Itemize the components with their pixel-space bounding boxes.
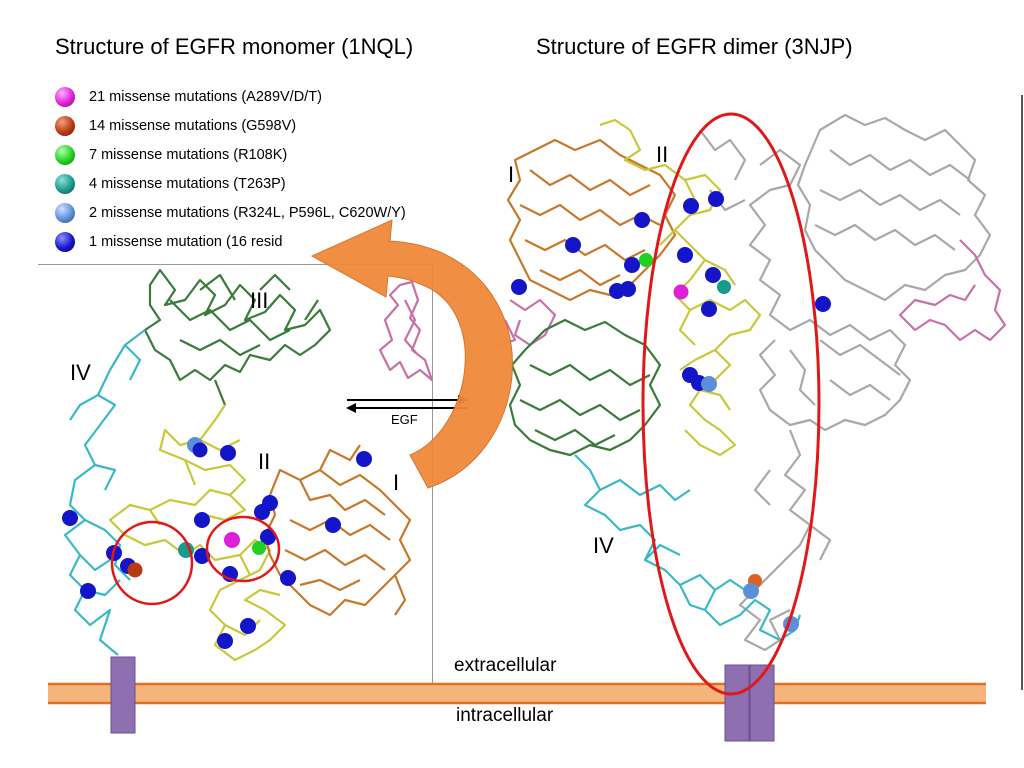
mutation-sphere-monomer	[260, 529, 276, 545]
monomer-domain-IV-label: IV	[70, 360, 91, 385]
dimer-mutation-spheres	[511, 191, 831, 632]
legend-swatch-green	[55, 145, 75, 165]
legend-label: 7 missense mutations (R108K)	[89, 147, 288, 163]
extracellular-label: extracellular	[454, 655, 557, 676]
mutation-sphere-R108	[252, 541, 266, 555]
legend-swatch-blue	[55, 232, 75, 252]
dimer-title: Structure of EGFR dimer (3NJP)	[536, 34, 853, 59]
monomer-structure	[63, 268, 434, 662]
legend-label: 4 missense mutations (T263P)	[89, 176, 286, 192]
monomer-domain-III-label: III	[250, 288, 269, 313]
legend-swatch-rust	[55, 116, 75, 136]
legend-label: 2 missense mutations (R324L, P596L, C620…	[89, 205, 406, 221]
monomer-domain-III-trace	[143, 268, 332, 406]
monomer-domain-IV-trace	[63, 329, 146, 656]
dimer-egf-right-trace	[898, 239, 1007, 342]
mutation-sphere-dimer-light	[743, 583, 759, 599]
legend-swatch-light-blue	[55, 203, 75, 223]
mutation-sphere-dimer	[677, 247, 693, 263]
egf-label: EGF	[391, 412, 418, 427]
monomer-domain-II-label: II	[258, 449, 271, 474]
mutation-sphere-dimer-light	[701, 376, 717, 392]
mutation-sphere-monomer	[280, 570, 296, 586]
mutation-sphere-G598	[127, 562, 143, 578]
mutation-sphere-monomer	[254, 504, 270, 520]
mutation-sphere-monomer	[325, 517, 341, 533]
mutation-sphere-monomer	[356, 451, 372, 467]
mutation-sphere-dimer	[620, 281, 636, 297]
highlight-ring-dimer-interface	[641, 112, 821, 696]
transition-arrow	[310, 219, 513, 489]
mutation-sphere-monomer	[192, 442, 208, 458]
legend-label: 14 missense mutations (G598V)	[89, 118, 297, 134]
mutation-sphere-A289	[224, 532, 240, 548]
mutation-sphere-dimer	[815, 296, 831, 312]
legend-label: 1 missense mutation (16 resid	[89, 234, 283, 250]
mutation-sphere-monomer	[194, 512, 210, 528]
dimer-domain-IV-label: IV	[593, 533, 614, 558]
monomer-domain-I-label: I	[393, 470, 400, 495]
dimer-structure	[499, 113, 1007, 652]
legend-swatch-magenta	[55, 87, 75, 107]
mutation-sphere-monomer	[240, 618, 256, 634]
legend-label: 21 missense mutations (A289V/D/T)	[89, 89, 322, 105]
dimer-domain-II-label: II	[656, 142, 669, 167]
intracellular-label: intracellular	[456, 705, 554, 726]
binding-arrow-reverse-head	[346, 403, 356, 413]
monomer-domain-II-trace	[108, 404, 287, 662]
highlight-ring-monomer-right	[205, 515, 281, 583]
mutation-sphere-dimer	[708, 191, 724, 207]
mutation-sphere-dimer	[511, 279, 527, 295]
mutation-sphere-dimer	[634, 212, 650, 228]
mutation-sphere-R108	[639, 253, 653, 267]
dimer-domain-I-label: I	[508, 162, 515, 187]
mutation-sphere-monomer	[220, 445, 236, 461]
mutation-sphere-monomer	[217, 633, 233, 649]
mutation-sphere-monomer	[80, 583, 96, 599]
mutation-sphere-A289	[673, 284, 689, 300]
dimer-partner-trace	[699, 113, 992, 652]
mutation-sphere-dimer	[705, 267, 721, 283]
dimer-domain-II-trace	[599, 118, 762, 457]
mutation-sphere-dimer	[624, 257, 640, 273]
mutation-sphere-T263	[717, 280, 731, 294]
dimer-domain-IV-trace	[574, 454, 802, 642]
highlight-ring-monomer-left	[110, 520, 194, 606]
egf-ligand-trace	[378, 280, 434, 382]
mutation-sphere-dimer	[701, 301, 717, 317]
monomer-title: Structure of EGFR monomer (1NQL)	[55, 34, 414, 59]
dimer-domain-III-trace	[508, 318, 662, 457]
mutation-sphere-dimer	[565, 237, 581, 253]
mutation-sphere-monomer	[62, 510, 78, 526]
dimer-transmembrane-helix-left	[724, 664, 750, 742]
legend-swatch-teal	[55, 174, 75, 194]
monomer-mutation-spheres	[62, 437, 372, 649]
membrane-bilayer	[48, 684, 986, 703]
mutation-sphere-dimer	[683, 198, 699, 214]
monomer-transmembrane-helix	[110, 656, 136, 734]
